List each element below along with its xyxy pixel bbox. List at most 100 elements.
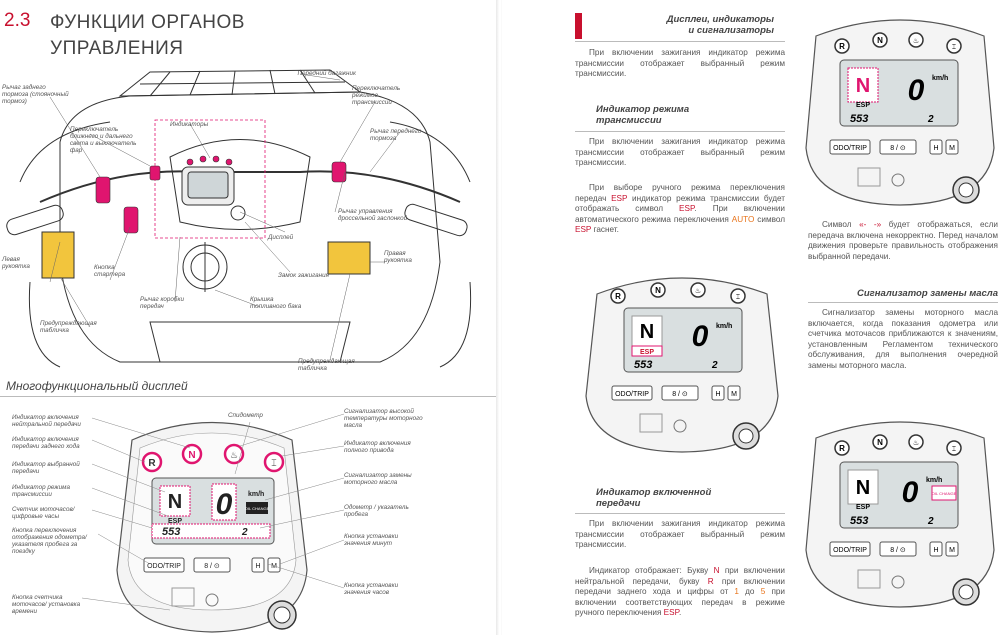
svg-text:ODO/TRIP: ODO/TRIP xyxy=(833,145,867,152)
svg-text:ODO/TRIP: ODO/TRIP xyxy=(833,547,867,554)
para-4: При включении зажигания индикатор режима… xyxy=(575,519,785,550)
gauge-r-icon: R xyxy=(148,458,156,469)
awd-icon: ⌶ xyxy=(271,458,276,468)
label-fuel-cap: Крышка топливного бака xyxy=(250,296,302,310)
label-rear-brake: Рычаг заднего тормоза (стояночный тормоз… xyxy=(2,84,69,105)
label-front-brake: Рычаг переднего тормоза xyxy=(370,128,422,142)
label-gear-lever: Рычаг коробки передач xyxy=(140,296,184,310)
svg-text:2: 2 xyxy=(711,360,718,371)
svg-text:H: H xyxy=(933,547,938,554)
display-leaders xyxy=(81,413,345,611)
svg-text:0: 0 xyxy=(908,74,925,107)
odo-trip-button: ODO/TRIP xyxy=(147,563,181,570)
label-left-grip: Левая рукоятка xyxy=(2,256,30,270)
label-display: Дисплей xyxy=(268,234,294,241)
label-awd: Индикатор включения полного привода xyxy=(344,440,411,454)
label-hours-button: Кнопка счетчика моточасов/ установка вре… xyxy=(12,594,81,615)
label-min-button: Кнопка установки значения минут xyxy=(344,533,399,547)
label-speedometer: Спидометр xyxy=(228,412,263,419)
para-2: При включении зажигания индикатор режима… xyxy=(575,137,785,168)
divider xyxy=(808,302,998,303)
heading-gear-indicator: Индикатор включенной передачи xyxy=(596,487,712,509)
m-button: M xyxy=(271,563,277,570)
svg-text:0: 0 xyxy=(692,320,709,353)
svg-text:N: N xyxy=(877,438,883,447)
divider xyxy=(0,396,496,397)
gauge-n-icon: N xyxy=(188,450,195,461)
label-selected-gear: Индикатор выбранной передачи xyxy=(12,461,80,475)
svg-text:553: 553 xyxy=(850,113,868,125)
display-caption: Многофункциональный дисплей xyxy=(6,379,188,393)
svg-text:♨: ♨ xyxy=(913,37,919,45)
svg-text:R: R xyxy=(615,292,621,301)
svg-text:8 / ⊙: 8 / ⊙ xyxy=(890,145,906,152)
label-oil-change: Сигнализатор замены моторного масла xyxy=(344,472,412,486)
gauge-large: R N ♨ ⌶ N ESP 0 km/h OIL CHANGE 553 2 OD… xyxy=(116,421,308,633)
label-right-grip: Правая рукоятка xyxy=(384,250,412,264)
accent-bar xyxy=(575,13,582,39)
section-title: ФУНКЦИИ ОРГАНОВ УПРАВЛЕНИЯ xyxy=(50,12,245,59)
label-neutral: Индикатор включения нейтральной передачи xyxy=(12,414,81,428)
svg-text:M: M xyxy=(949,145,955,152)
svg-text:ODO/TRIP: ODO/TRIP xyxy=(615,391,649,398)
label-throttle: Рычаг управления дроссельной заслонкой xyxy=(338,208,408,222)
label-ignition: Замок зажигания xyxy=(278,272,329,279)
svg-text:⌶: ⌶ xyxy=(952,446,956,453)
gauge-esp: ESP xyxy=(168,518,182,525)
para-3: При выборе ручного режима переключения п… xyxy=(575,183,786,235)
temp-icon: ♨ xyxy=(230,450,238,460)
page-gutter xyxy=(496,0,504,635)
para-7: Сигнализатор замены моторного масла вклю… xyxy=(808,308,998,370)
gauge-bottom: R N ♨ ⌶ N ESP 0 km/h OIL CHANGE 553 2 OD… xyxy=(805,421,995,608)
svg-text:M: M xyxy=(949,547,955,554)
svg-text:M: M xyxy=(731,391,737,398)
heading-mode-indicator: Индикатор режима трансмиссии xyxy=(596,104,690,126)
para-6: Символ «- -» будет отображаться, если пе… xyxy=(808,220,998,261)
label-mode-switch: Переключатель режимов трансмиссии xyxy=(352,85,401,106)
svg-text:553: 553 xyxy=(850,515,868,527)
para-5: Индикатор отображает: Букву N при включе… xyxy=(575,566,785,618)
gauge-mid: R N ♨ ⌶ N ESP 0 km/h 553 2 ODO/TRIP 8 / … xyxy=(585,277,779,453)
svg-text:8 / ⊙: 8 / ⊙ xyxy=(672,391,688,398)
heading-oil: Сигнализатор замены масла xyxy=(856,288,998,299)
svg-text:km/h: km/h xyxy=(926,477,942,484)
svg-text:N: N xyxy=(640,321,654,343)
h-button: H xyxy=(255,563,260,570)
label-front-rack: Передний багажник xyxy=(297,70,356,77)
oil-change-indicator: OIL CHANGE xyxy=(245,506,270,511)
gauge-speed: 0 xyxy=(216,488,233,521)
label-reverse: Индикатор включения передачи заднего ход… xyxy=(12,436,80,450)
svg-text:553: 553 xyxy=(634,359,652,371)
label-odo-button: Кнопка переключения отображения одометра… xyxy=(12,527,87,555)
svg-text:2: 2 xyxy=(927,516,934,527)
heading-displays: Дисплеи, индикаторы и сигнализаторы xyxy=(666,14,774,36)
svg-text:♨: ♨ xyxy=(913,439,919,447)
svg-text:8 / ⊙: 8 / ⊙ xyxy=(890,547,906,554)
gauge-top: R N ♨ ⌶ N ESP 0 km/h 553 2 ODO/TRIP 8 / … xyxy=(805,19,995,206)
svg-text:R: R xyxy=(839,42,845,51)
svg-text:ESP: ESP xyxy=(856,102,870,109)
gauge-unit: km/h xyxy=(248,491,264,498)
svg-text:km/h: km/h xyxy=(716,323,732,330)
clock-button: 8 / ⊙ xyxy=(204,563,220,570)
section-number: 2.3 xyxy=(4,10,31,31)
svg-text:N: N xyxy=(856,75,870,97)
label-temp: Сигнализатор высокой температуры моторно… xyxy=(344,408,423,429)
divider xyxy=(575,131,785,132)
svg-text:⌶: ⌶ xyxy=(736,294,740,301)
right-page: Дисплеи, индикаторы и сигнализаторы При … xyxy=(502,0,1000,635)
svg-text:ESP: ESP xyxy=(856,504,870,511)
atv-illustration xyxy=(6,69,472,368)
label-mode: Индикатор режима трансмиссии xyxy=(12,484,70,498)
svg-text:km/h: km/h xyxy=(932,75,948,82)
svg-text:⌶: ⌶ xyxy=(952,44,956,51)
svg-text:ESP: ESP xyxy=(640,349,654,356)
label-counter: Счетчик моточасов/ цифровые часы xyxy=(12,506,75,520)
svg-text:R: R xyxy=(839,444,845,453)
gauge-odo: 553 xyxy=(162,526,180,538)
svg-text:N: N xyxy=(856,477,870,499)
svg-text:2: 2 xyxy=(927,114,934,125)
divider xyxy=(575,513,785,514)
svg-text:H: H xyxy=(933,145,938,152)
para-1: При включении зажигания индикатор режима… xyxy=(575,48,785,79)
